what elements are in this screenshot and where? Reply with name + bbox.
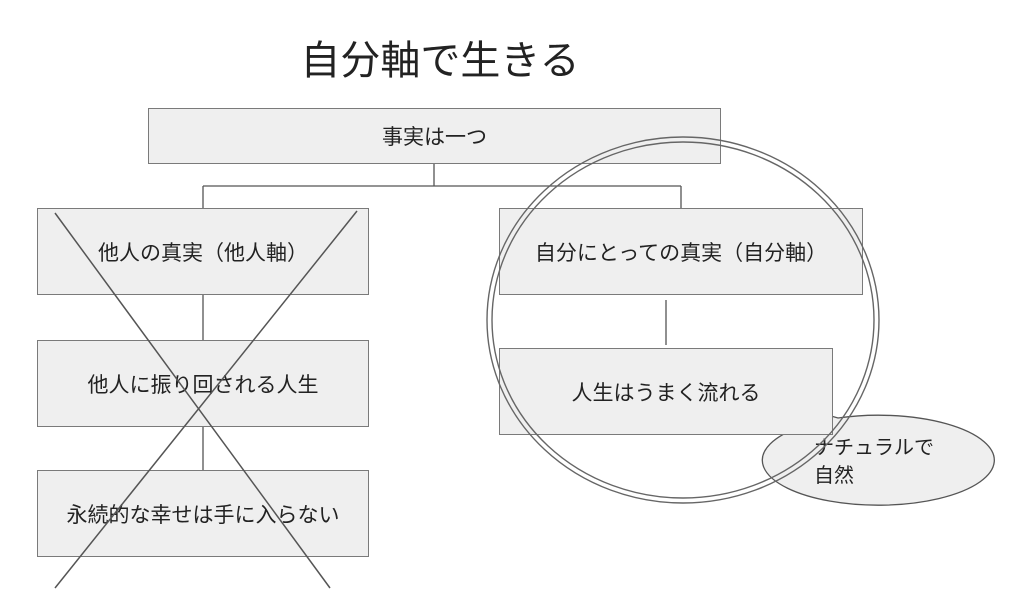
diagram-title: 自分軸で生きる — [300, 38, 580, 84]
node-life-flows: 人生はうまく流れる — [499, 348, 833, 435]
callout-line-1: ナチュラルで — [814, 435, 934, 459]
node-swayed-life: 他人に振り回される人生 — [37, 340, 369, 427]
node-own-truth: 自分にとっての真実（自分軸） — [499, 208, 863, 295]
cross-out-line-2 — [54, 210, 358, 589]
node-no-lasting-happiness: 永続的な幸せは手に入らない — [37, 470, 369, 557]
callout-line-2: 自然 — [814, 463, 854, 487]
highlight-circle-inner — [491, 141, 875, 499]
highlight-circle-outer — [486, 136, 880, 504]
node-single-fact: 事実は一つ — [148, 108, 721, 164]
cross-out-line-1 — [54, 212, 331, 589]
callout-text: ナチュラルで 自然 — [814, 433, 934, 489]
node-others-truth: 他人の真実（他人軸） — [37, 208, 369, 295]
